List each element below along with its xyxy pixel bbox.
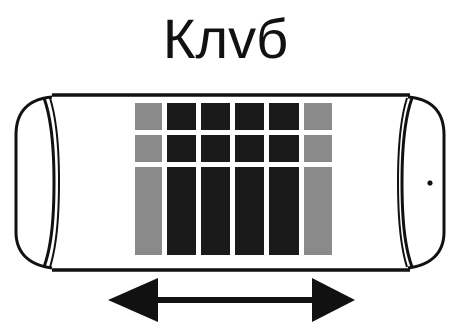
double-headed-horizontal-arrow-icon: [108, 278, 355, 322]
light-bar-grid: [135, 103, 332, 255]
indicator-dot: [427, 180, 433, 186]
page-title: Клvб: [162, 7, 289, 70]
speaker-body: [14, 93, 446, 272]
